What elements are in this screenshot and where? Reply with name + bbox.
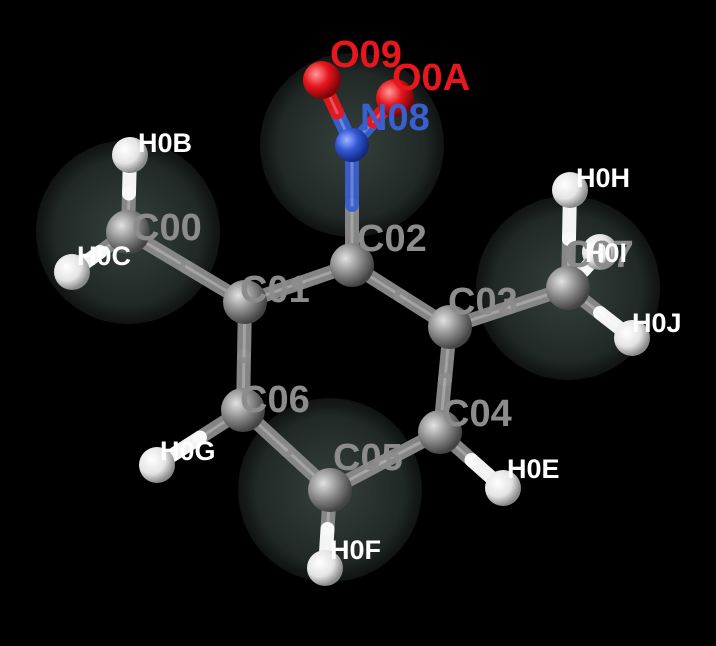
atom-c00 xyxy=(106,210,150,254)
atom-label-c04: C04 xyxy=(442,393,512,435)
atom-label-h0e: H0E xyxy=(507,454,560,484)
atom-label-c06: C06 xyxy=(240,379,310,421)
atom-h0h xyxy=(552,172,588,208)
atom-h0f xyxy=(307,550,343,586)
atom-label-h0c: H0C xyxy=(77,241,131,271)
atom-h0j xyxy=(614,320,650,356)
atom-label-c03: C03 xyxy=(448,281,518,323)
atom-label-c01: C01 xyxy=(240,269,310,311)
atom-label-h0b: H0B xyxy=(138,128,192,158)
atom-label-h0h: H0H xyxy=(576,163,630,193)
atom-label-o09: O09 xyxy=(330,34,402,76)
atom-c01 xyxy=(223,280,267,324)
atom-h0e xyxy=(485,470,521,506)
atom-label-c07: C07 xyxy=(564,234,634,276)
atom-h0i xyxy=(582,234,618,270)
atom-label-c00: C00 xyxy=(132,207,202,249)
atom-label-c05: C05 xyxy=(333,437,403,479)
atom-label-h0g: H0G xyxy=(160,436,216,466)
atom-layer xyxy=(54,61,650,586)
atom-label-h0f: H0F xyxy=(330,535,381,565)
atom-o0a xyxy=(376,79,414,117)
atom-label-n08: N08 xyxy=(360,97,430,139)
atom-c02 xyxy=(330,243,374,287)
atom-c04 xyxy=(418,410,462,454)
atom-n08 xyxy=(335,128,369,162)
atom-c06 xyxy=(221,388,265,432)
atom-c07 xyxy=(546,266,590,310)
atom-o09 xyxy=(303,61,341,99)
atom-label-c02: C02 xyxy=(357,218,427,260)
atom-h0g xyxy=(139,447,175,483)
atom-label-o0a: O0A xyxy=(392,57,470,99)
atom-label-h0i: H0I xyxy=(585,238,627,268)
atom-label-h0j: H0J xyxy=(632,308,682,338)
atom-c03 xyxy=(428,305,472,349)
atom-h0c xyxy=(54,254,90,290)
atom-c05 xyxy=(308,468,352,512)
atom-h0b xyxy=(112,137,148,173)
